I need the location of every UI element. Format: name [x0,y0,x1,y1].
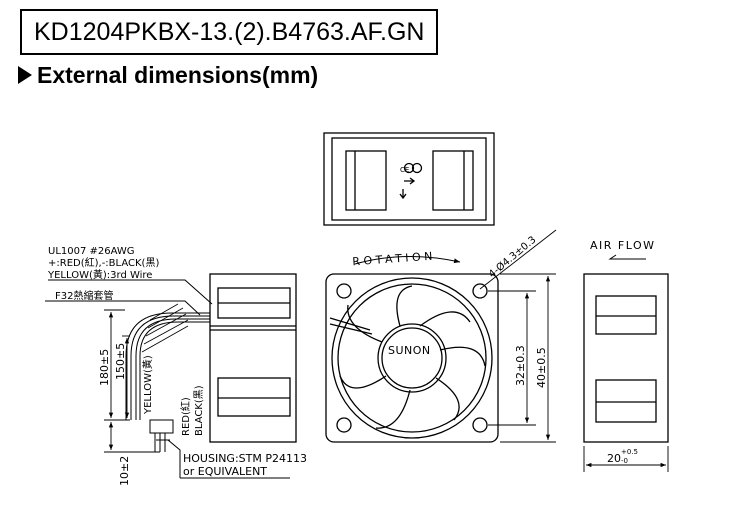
wire-label-red: RED(紅) [180,397,192,436]
housing-spec: HOUSING:STM P24113 [183,452,307,465]
ce-mark-label: CE [400,166,409,174]
frame-dimensions [488,273,556,443]
section-heading: External dimensions(mm) [18,62,318,89]
dim-thickness: 20 [607,452,621,465]
thickness-dimension [583,446,669,472]
dim-lead-strip: 150±5 [114,343,127,380]
airflow-label: AIR FLOW [590,239,656,252]
triangle-bullet-icon [18,66,32,84]
arrow-down-icon [399,189,407,200]
wire-label-yellow: YELLOW(黃) [141,355,154,415]
arrow-right-icon [404,177,416,185]
fan-airflow-side-view [583,273,669,443]
fan-front-view [325,273,499,443]
mounting-hole-spec: 4-Ø4.3±0.3 [486,234,538,280]
housing-leader [167,439,290,479]
model-number: KD1204PKBX-13.(2).B4763.AF.GN [34,18,425,46]
wire-label-black: BLACK(黑) [193,385,205,436]
wire-spec-colors: +:RED(紅),-:BLACK(黑) [48,257,159,269]
label-top-view: CE [323,132,495,226]
section-title: External dimensions(mm) [37,62,319,88]
mounting-hole-leader [479,229,557,290]
airflow-arrow-icon [608,254,646,260]
dim-connector: 10±2 [118,456,131,486]
dim-thickness-tol-upper: +0.5 [621,448,638,456]
wire-spec-awg: UL1007 #26AWG [48,246,135,257]
fan-side-view [209,273,297,443]
dim-thickness-tol-lower: -0 [621,457,628,465]
wire-spec-third-wire: YELLOW(黃):3rd Wire [47,268,152,281]
dim-hole-pitch: 32±0.3 [514,345,527,386]
housing-equivalent: or EQUIVALENT [183,465,267,478]
model-number-box: KD1204PKBX-13.(2).B4763.AF.GN [20,9,438,55]
dim-lead-length: 180±5 [98,349,111,386]
brand-logo: SUNON [388,344,431,357]
rotation-label: ROTATION [352,250,436,269]
heat-shrink-label: F32熱縮套管 [55,289,113,302]
ce-mark-icon [403,162,415,174]
lead-dimensions [104,309,160,453]
rotation-arrow-icon [354,255,461,265]
wire-spec-leaders [45,279,213,316]
wire-color-labels: YELLOW(黃) RED(紅) BLACK(黑) [141,355,205,436]
dim-frame-size: 40±0.5 [535,347,548,388]
